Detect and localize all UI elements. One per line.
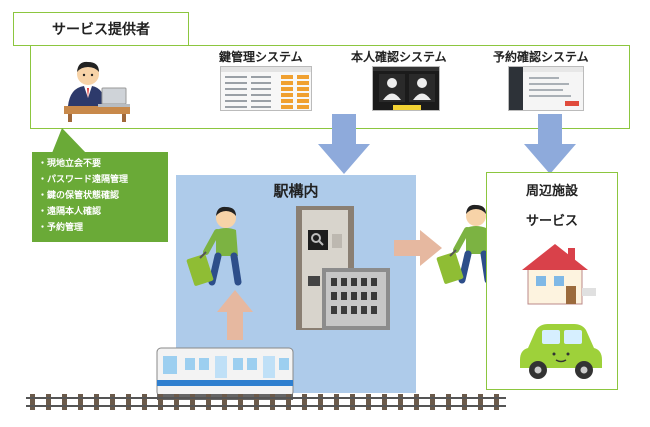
- car-icon: [520, 324, 602, 379]
- traveler-with-suitcase-illustration: [186, 206, 242, 286]
- operator-at-laptop-illustration: [64, 61, 130, 122]
- callout-item: ・予約管理: [38, 223, 84, 233]
- callout-pointer: [52, 128, 86, 153]
- reservation-confirmation-system-label: 予約確認システム: [493, 50, 589, 64]
- callout-item: ・鍵の保管状態確認: [38, 191, 120, 201]
- right-arrow-to-nearby: [394, 230, 442, 266]
- house-icon: [522, 244, 596, 305]
- nearby-title-line2: サービス: [525, 214, 578, 229]
- key-management-system-label: 鍵管理システム: [219, 50, 303, 64]
- callout-item: ・現地立会不要: [38, 159, 102, 169]
- key-management-screenshot: [220, 66, 312, 111]
- identity-verification-system-label: 本人確認システム: [351, 50, 447, 64]
- feature-callout: ・現地立会不要 ・パスワード遠隔管理 ・鍵の保管状態確認 ・遠隔本人確認 ・予約…: [32, 152, 168, 242]
- nearby-title-line1: 周辺施設: [525, 184, 578, 199]
- up-arrow-from-train: [217, 290, 253, 340]
- nearby-facilities-title: 周辺施設 サービス: [486, 180, 618, 234]
- railway-track: [26, 394, 506, 410]
- reservation-confirmation-screenshot: [508, 66, 584, 111]
- service-provider-title: サービス提供者: [13, 12, 189, 46]
- identity-verification-screenshot: [372, 66, 440, 111]
- down-arrow-to-station: [318, 114, 370, 174]
- key-cabinet-photo: [322, 268, 390, 330]
- down-arrow-to-nearby: [524, 114, 576, 174]
- callout-item: ・パスワード遠隔管理: [38, 175, 129, 185]
- callout-item: ・遠隔本人確認: [38, 207, 102, 217]
- station-title: 駅構内: [273, 182, 319, 200]
